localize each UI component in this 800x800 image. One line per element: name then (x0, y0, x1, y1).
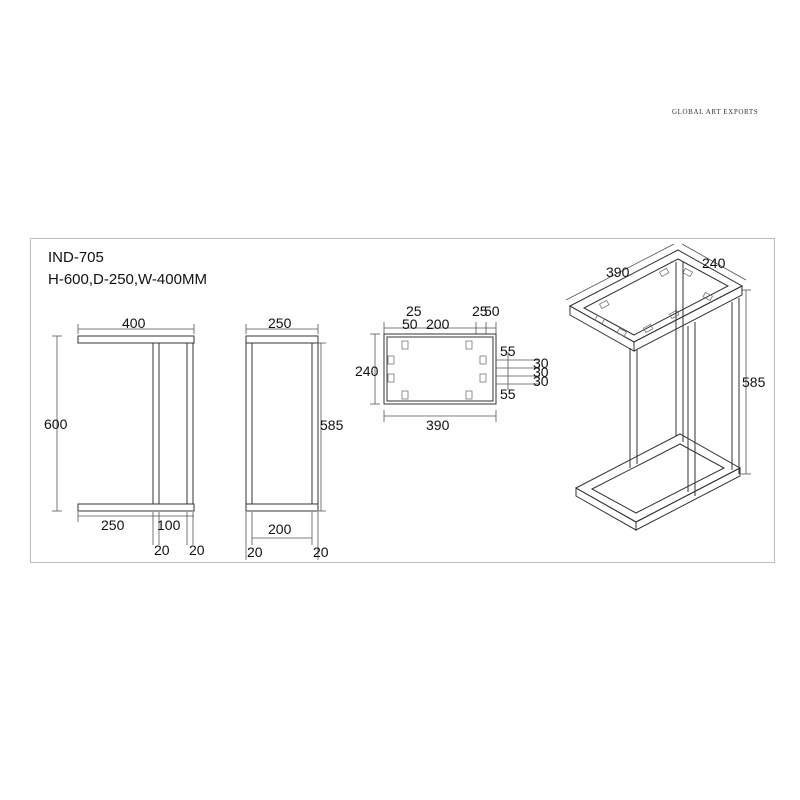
front-height-label: 600 (44, 416, 68, 432)
side-width-label: 250 (268, 315, 292, 331)
top-depth-label: 240 (355, 363, 379, 379)
front-post1-label: 20 (154, 542, 170, 558)
top-dim-25b-label: 25 (472, 303, 488, 319)
top-right-55a-label: 55 (500, 343, 516, 359)
front-width-label: 400 (122, 315, 146, 331)
top-width-label: 390 (426, 417, 450, 433)
front-top-board (77, 335, 195, 344)
isometric-view (565, 243, 751, 531)
side-post-left (245, 342, 253, 505)
top-dim-50a-label: 50 (402, 316, 418, 332)
side-post-right (311, 342, 319, 505)
brand-name: GLOBAL ART EXPORTS (672, 108, 759, 116)
top-dim-200-label: 200 (426, 316, 450, 332)
side-view (245, 324, 326, 560)
side-left-label: 20 (247, 544, 263, 560)
side-bottom-board (245, 503, 319, 512)
iso-width-label: 390 (606, 264, 630, 280)
side-right-label: 20 (313, 544, 329, 560)
front-gap-label: 100 (157, 517, 181, 533)
top-right-55b-label: 55 (500, 386, 516, 402)
dimension-spec: H-600,D-250,W-400MM (48, 271, 207, 288)
drawing-frame (30, 238, 775, 563)
iso-depth-label: 240 (702, 255, 726, 271)
front-view (52, 324, 195, 545)
front-bottom-width-label: 250 (101, 517, 125, 533)
top-dim-50b-label: 50 (484, 303, 500, 319)
side-inner-label: 200 (268, 521, 292, 537)
top-inner-frame (386, 336, 494, 402)
side-height-label: 585 (320, 417, 344, 433)
front-post-left (152, 342, 160, 505)
front-post2-label: 20 (189, 542, 205, 558)
top-view (370, 322, 540, 422)
model-number: IND-705 (48, 249, 104, 266)
top-right-30c-label: 30 (533, 373, 549, 389)
top-dim-25a-label: 25 (406, 303, 422, 319)
top-right-30a-label: 30 (533, 355, 549, 371)
top-right-30b-label: 30 (533, 364, 549, 380)
front-bottom-board (77, 503, 195, 512)
iso-height-label: 585 (742, 374, 766, 390)
front-post-right (186, 342, 194, 505)
top-outer-frame (383, 333, 497, 405)
side-top-board (245, 335, 319, 344)
